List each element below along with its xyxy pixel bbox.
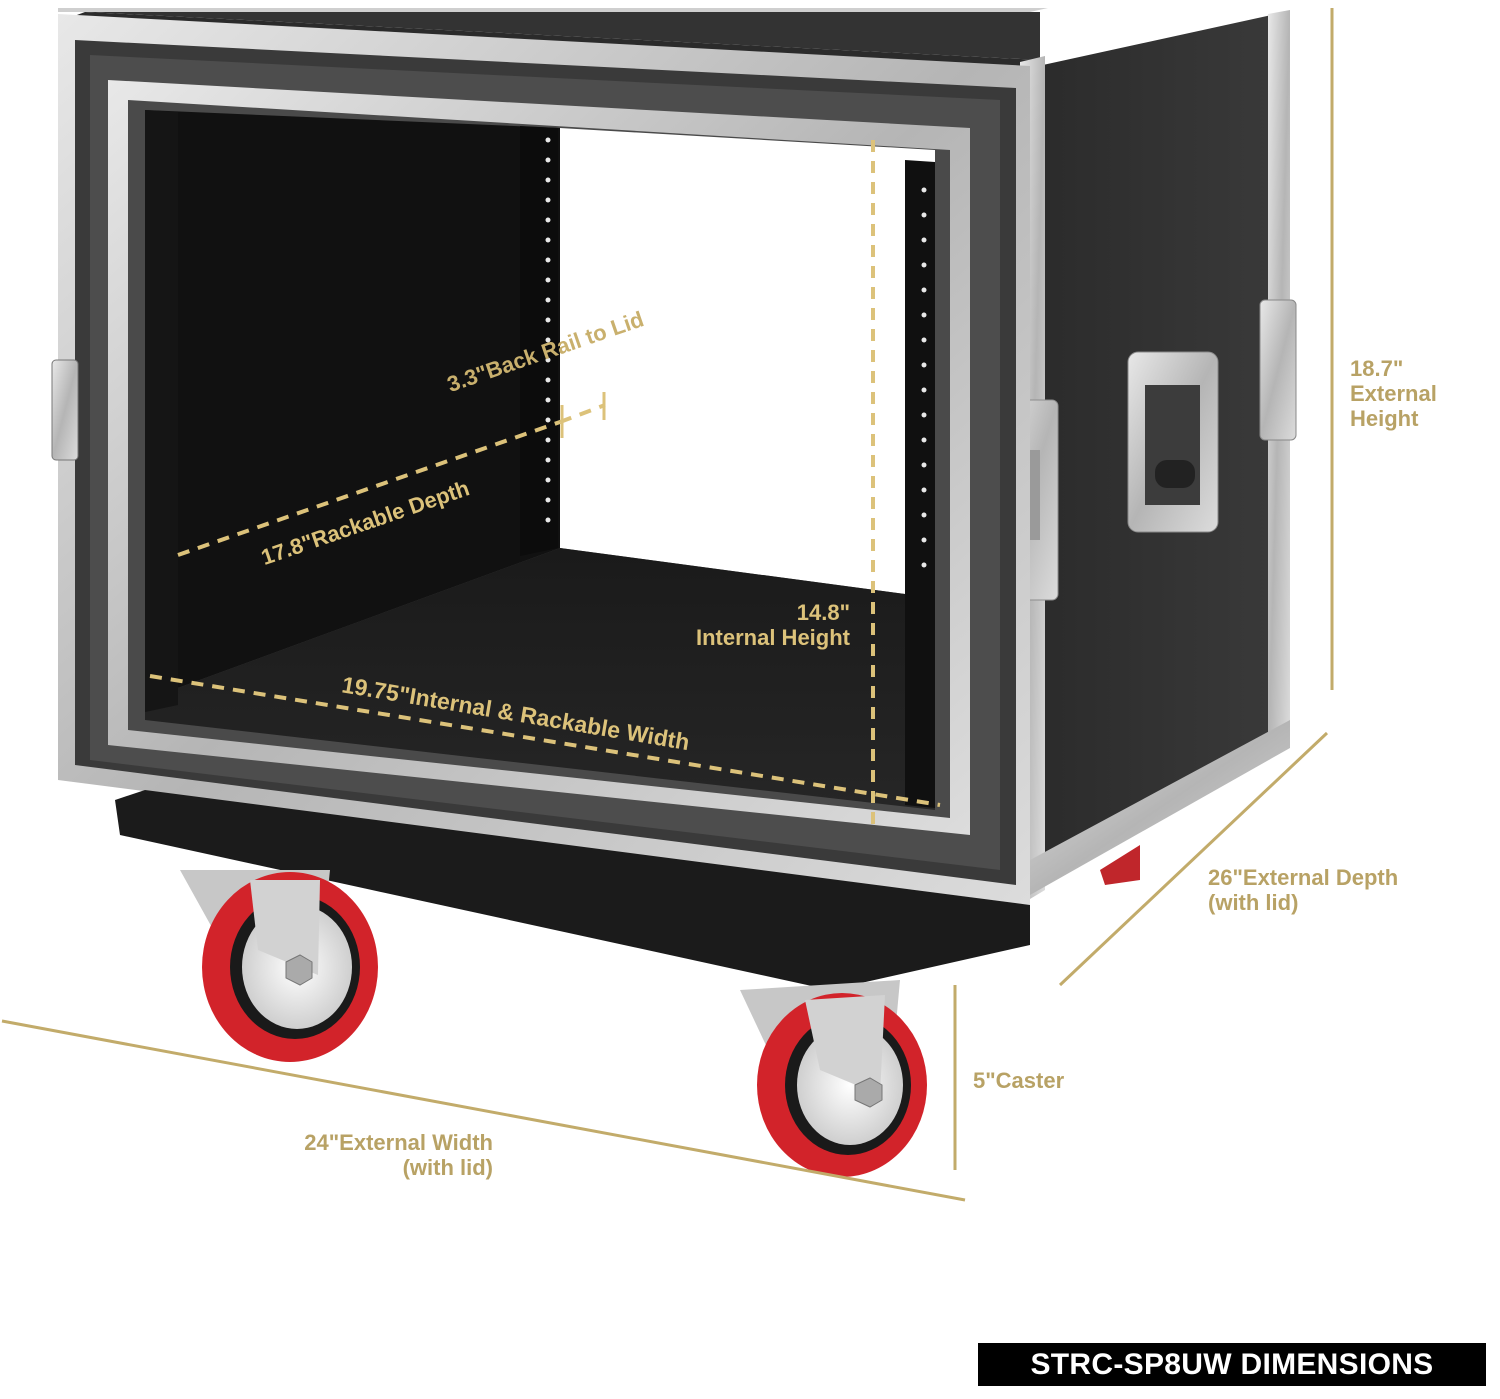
external-height-label: 18.7" External Height xyxy=(1350,356,1437,431)
back-rail-to-lid-ticks xyxy=(560,392,606,438)
case-side-panel xyxy=(995,10,1297,905)
internal-width-line xyxy=(149,674,941,807)
external-depth-text-line2: (with lid) xyxy=(1208,890,1299,915)
external-height-text-line2: Height xyxy=(1350,406,1419,431)
external-dimension-lines xyxy=(1,8,1334,1202)
caster-front-left xyxy=(180,870,378,1062)
case-base xyxy=(115,790,1140,990)
external-width-text-line2: (with lid) xyxy=(402,1155,493,1180)
rackable-depth-line xyxy=(177,420,561,557)
external-depth-label: 26"External Depth (with lid) xyxy=(1208,865,1398,915)
internal-height-value: 14.8" xyxy=(796,600,850,625)
external-depth-line xyxy=(1058,731,1329,987)
model-dimensions-badge: STRC-SP8UW DIMENSIONS xyxy=(978,1343,1486,1386)
internal-height-label: 14.8" Internal Height xyxy=(662,600,850,650)
internal-dimension-lines xyxy=(149,140,941,828)
back-rail-to-lid-line xyxy=(559,403,606,424)
external-depth-text-line1: 26"External Depth xyxy=(1208,865,1399,890)
external-height-value: 18.7" xyxy=(1350,356,1404,381)
external-width-line xyxy=(1,1019,966,1202)
case-handle xyxy=(1127,351,1219,533)
case-interior xyxy=(145,110,935,810)
internal-height-text: Internal Height xyxy=(695,625,850,650)
external-height-text-line1: External xyxy=(1350,381,1437,406)
caster-front-right xyxy=(740,980,927,1177)
external-width-text-line1: 24"External Width xyxy=(304,1130,493,1155)
caster-label: 5"Caster xyxy=(973,1068,1065,1093)
rack-rail-holes xyxy=(545,137,927,568)
external-width-label: 24"External Width (with lid) xyxy=(265,1130,493,1180)
